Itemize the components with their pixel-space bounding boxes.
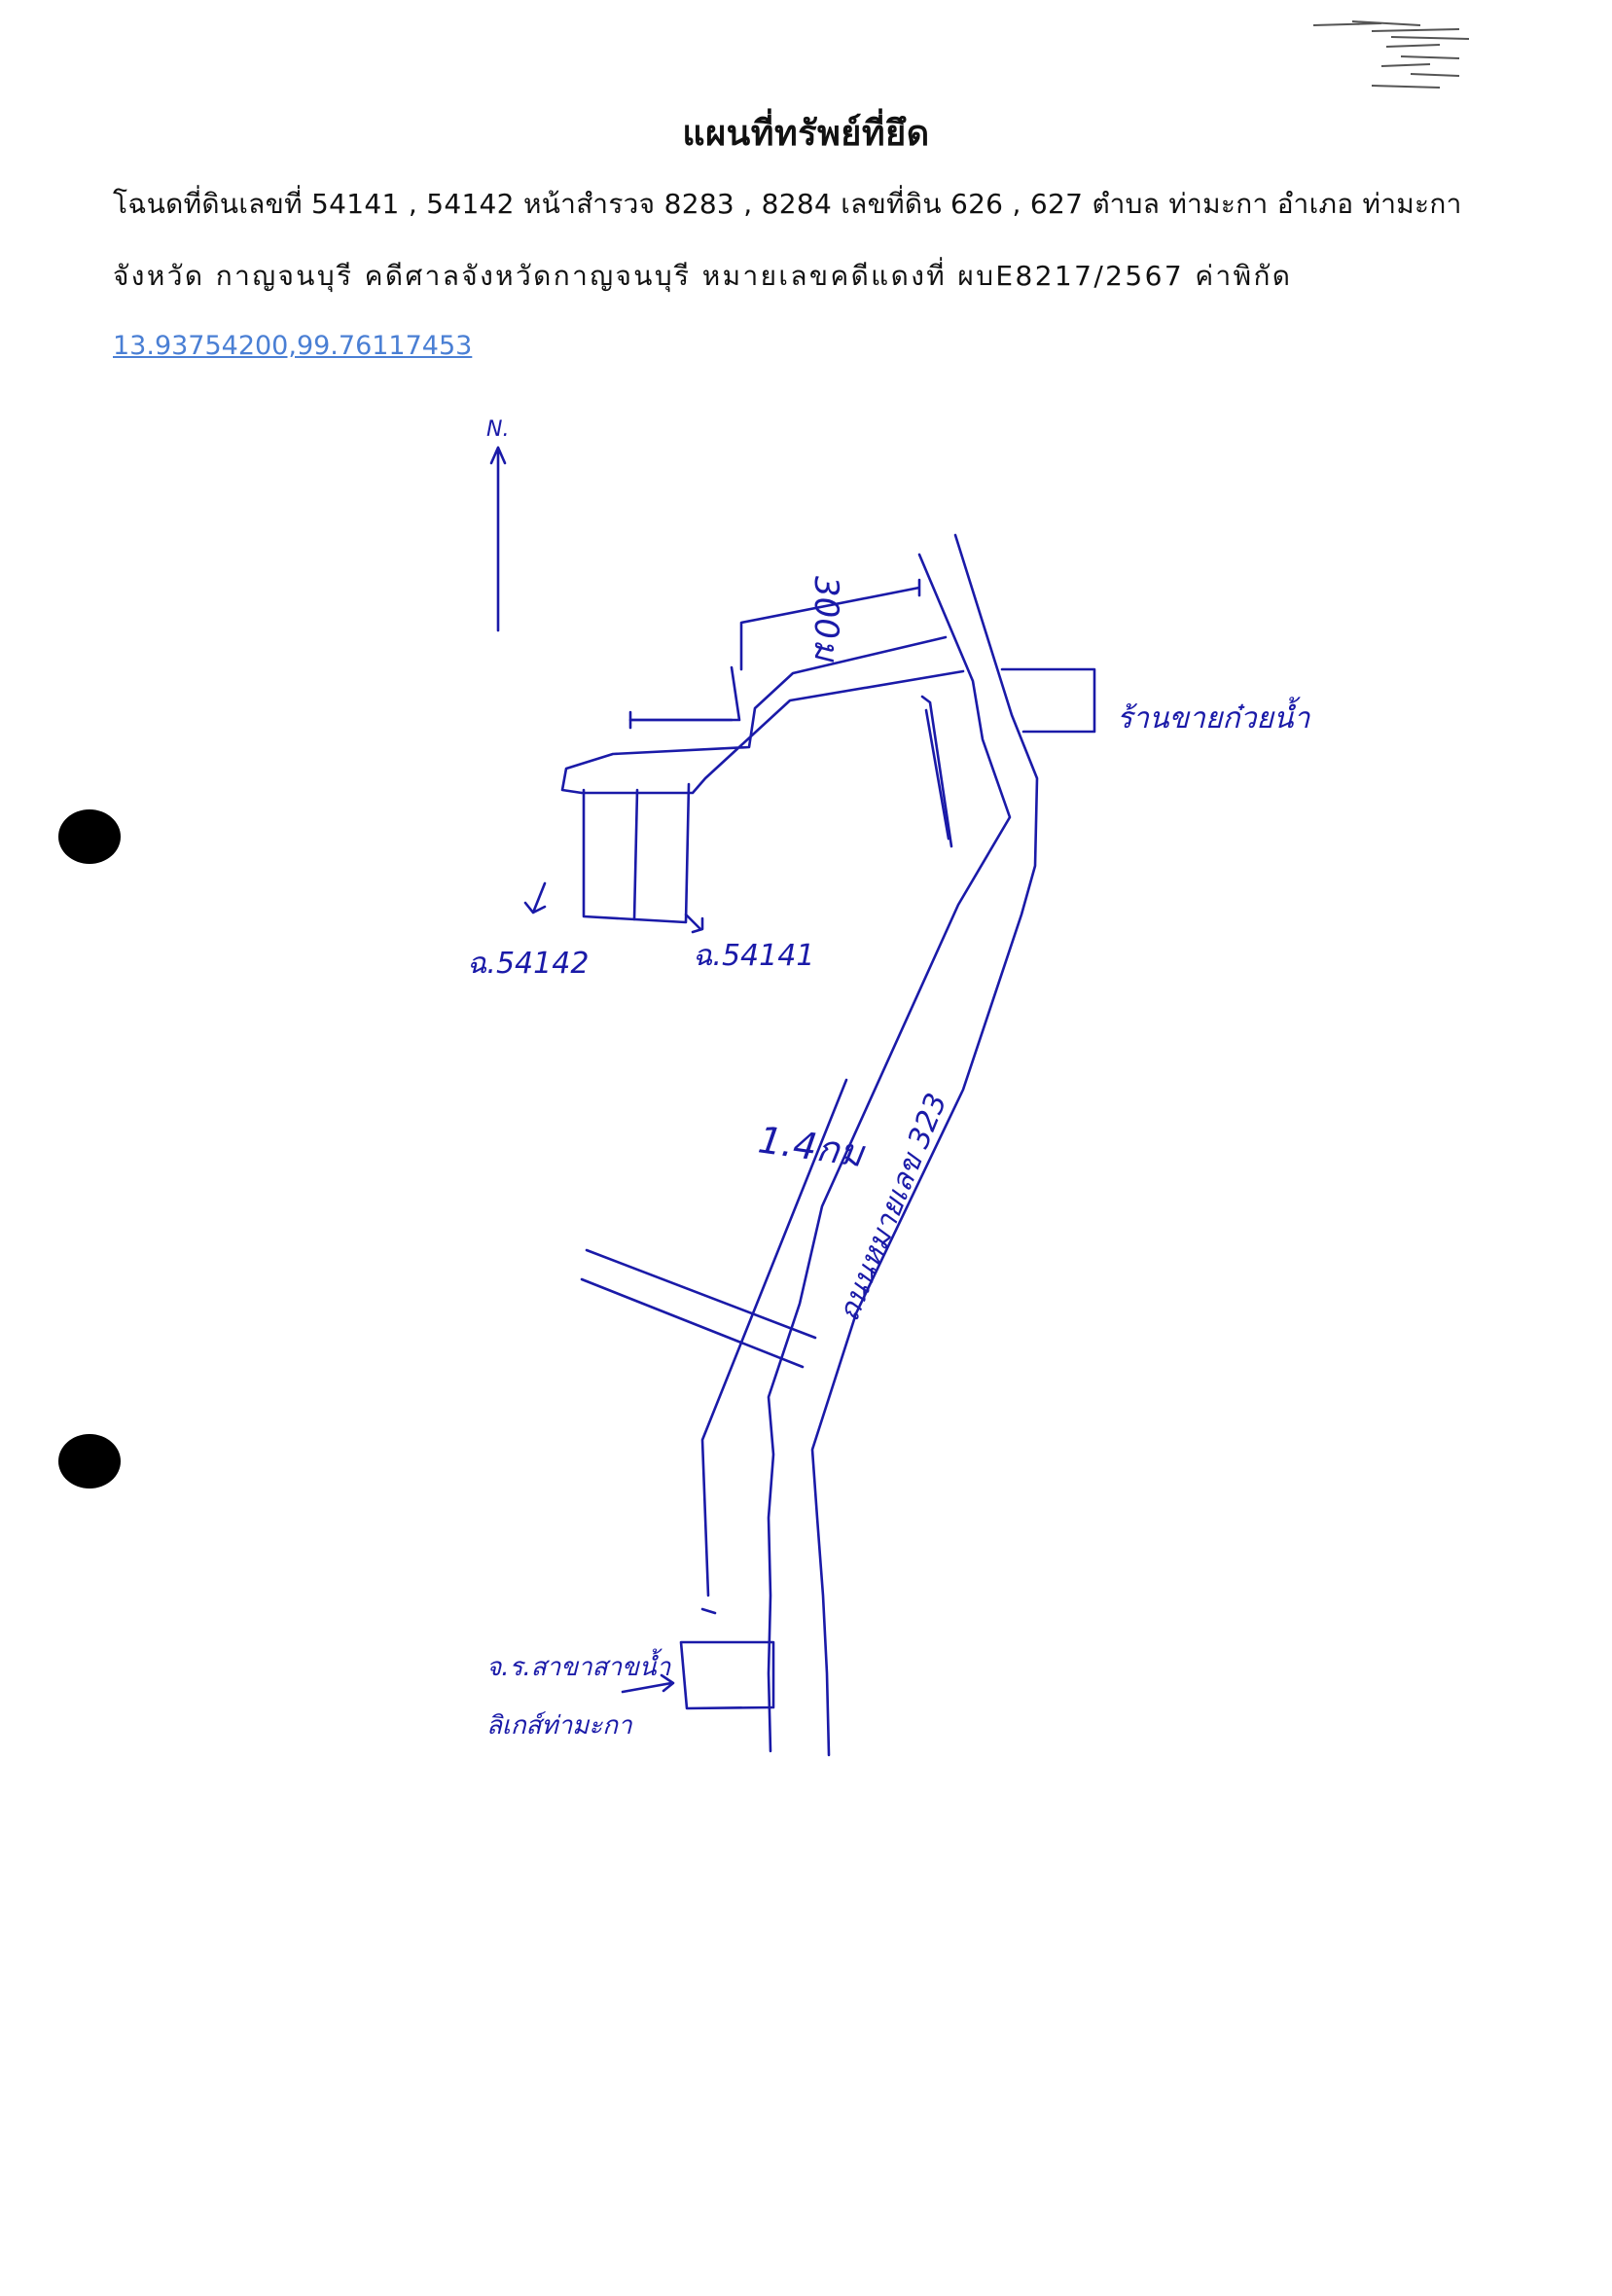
distance-short-label: 300ม xyxy=(806,576,845,663)
landmark-label-line2: ลิเกส์ท่ามะกา xyxy=(486,1711,633,1740)
shop-label: ร้านขายก๋วยน้ำ xyxy=(1117,697,1310,735)
north-arrow-icon xyxy=(489,446,507,632)
deed-info-line: โฉนดที่ดินเลขที่ 54141 , 54142 หน้าสำรวจ… xyxy=(113,188,1462,220)
parcel-left-label: ฉ.54142 xyxy=(467,947,589,981)
landmark-arrow xyxy=(621,1673,675,1694)
main-road-right-edge xyxy=(810,533,1039,1757)
page-title: แผนที่ทรัพย์ที่ยึด xyxy=(682,113,930,154)
main-road-left-edge xyxy=(767,553,1012,1753)
landmark-label-line1: จ.ร.สาขาสาขน้ำ xyxy=(486,1648,672,1682)
road-name-label: ถนนหมายเลข 323 xyxy=(832,1089,954,1326)
distance-line-segment xyxy=(924,708,950,841)
parcel-right-label: ฉ.54141 xyxy=(693,939,814,973)
scan-stamp-mark xyxy=(1312,18,1479,99)
landmark-box xyxy=(679,1640,775,1710)
parcel-divider xyxy=(632,788,639,921)
north-label: N. xyxy=(486,417,509,442)
distance-marker-long xyxy=(700,695,953,1615)
branch-road-top xyxy=(560,635,965,795)
case-info-line: จังหวัด กาญจนบุรี คดีศาลจังหวัดกาญจนบุรี… xyxy=(113,260,1293,292)
parcel-right-arrow xyxy=(684,913,704,934)
punch-hole xyxy=(58,1434,121,1489)
shop-box xyxy=(1000,667,1096,734)
coordinates-link[interactable]: 13.93754200,99.76117453 xyxy=(113,331,473,361)
parcel-left-arrow xyxy=(523,881,547,915)
punch-hole xyxy=(58,809,121,864)
distance-long-label: 1.4กม xyxy=(756,1118,868,1175)
side-road xyxy=(580,1248,817,1369)
distance-marker-short-left xyxy=(628,665,741,722)
